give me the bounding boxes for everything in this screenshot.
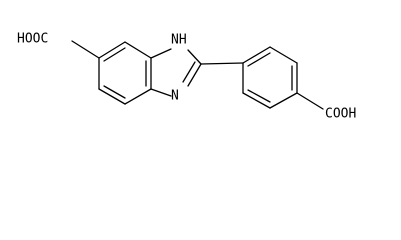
bond-cooh-right: [296, 92, 324, 110]
cooh-right-label: COOH: [325, 107, 356, 122]
bond-phenyl-double-a: [247, 52, 271, 67]
bond-phenyl-5: [242, 92, 271, 109]
bond-phenyl-2: [269, 46, 298, 64]
bond-c2-n: [187, 63, 202, 87]
bond-benzo-4: [124, 88, 152, 105]
bond-benzo-double-c: [103, 85, 126, 99]
bond-nh-c2: [187, 49, 202, 65]
bond-phenyl-double-c: [247, 89, 271, 103]
bond-phenyl-4: [269, 92, 298, 109]
cooh-left-label: HOOC: [17, 32, 48, 47]
nh-label: NH: [171, 33, 187, 48]
bond-c2-phenyl: [200, 62, 244, 65]
bond-phenyl-1: [242, 46, 271, 64]
bond-benzo-2: [124, 41, 152, 59]
bond-benzo-1: [98, 41, 126, 59]
bonds: [71, 40, 324, 110]
bond-c2-n-double: [182, 61, 196, 83]
n-label: N: [171, 89, 179, 104]
bond-benzo-5: [98, 88, 126, 105]
atom-labels: HOOC NH N COOH: [17, 32, 356, 122]
bond-cooh-left: [71, 40, 100, 59]
bond-n-c: [150, 88, 172, 97]
bond-benzo-double-a: [103, 47, 126, 62]
bond-c-nh: [150, 48, 172, 59]
chemical-structure-diagram: HOOC NH N COOH: [17, 32, 356, 122]
